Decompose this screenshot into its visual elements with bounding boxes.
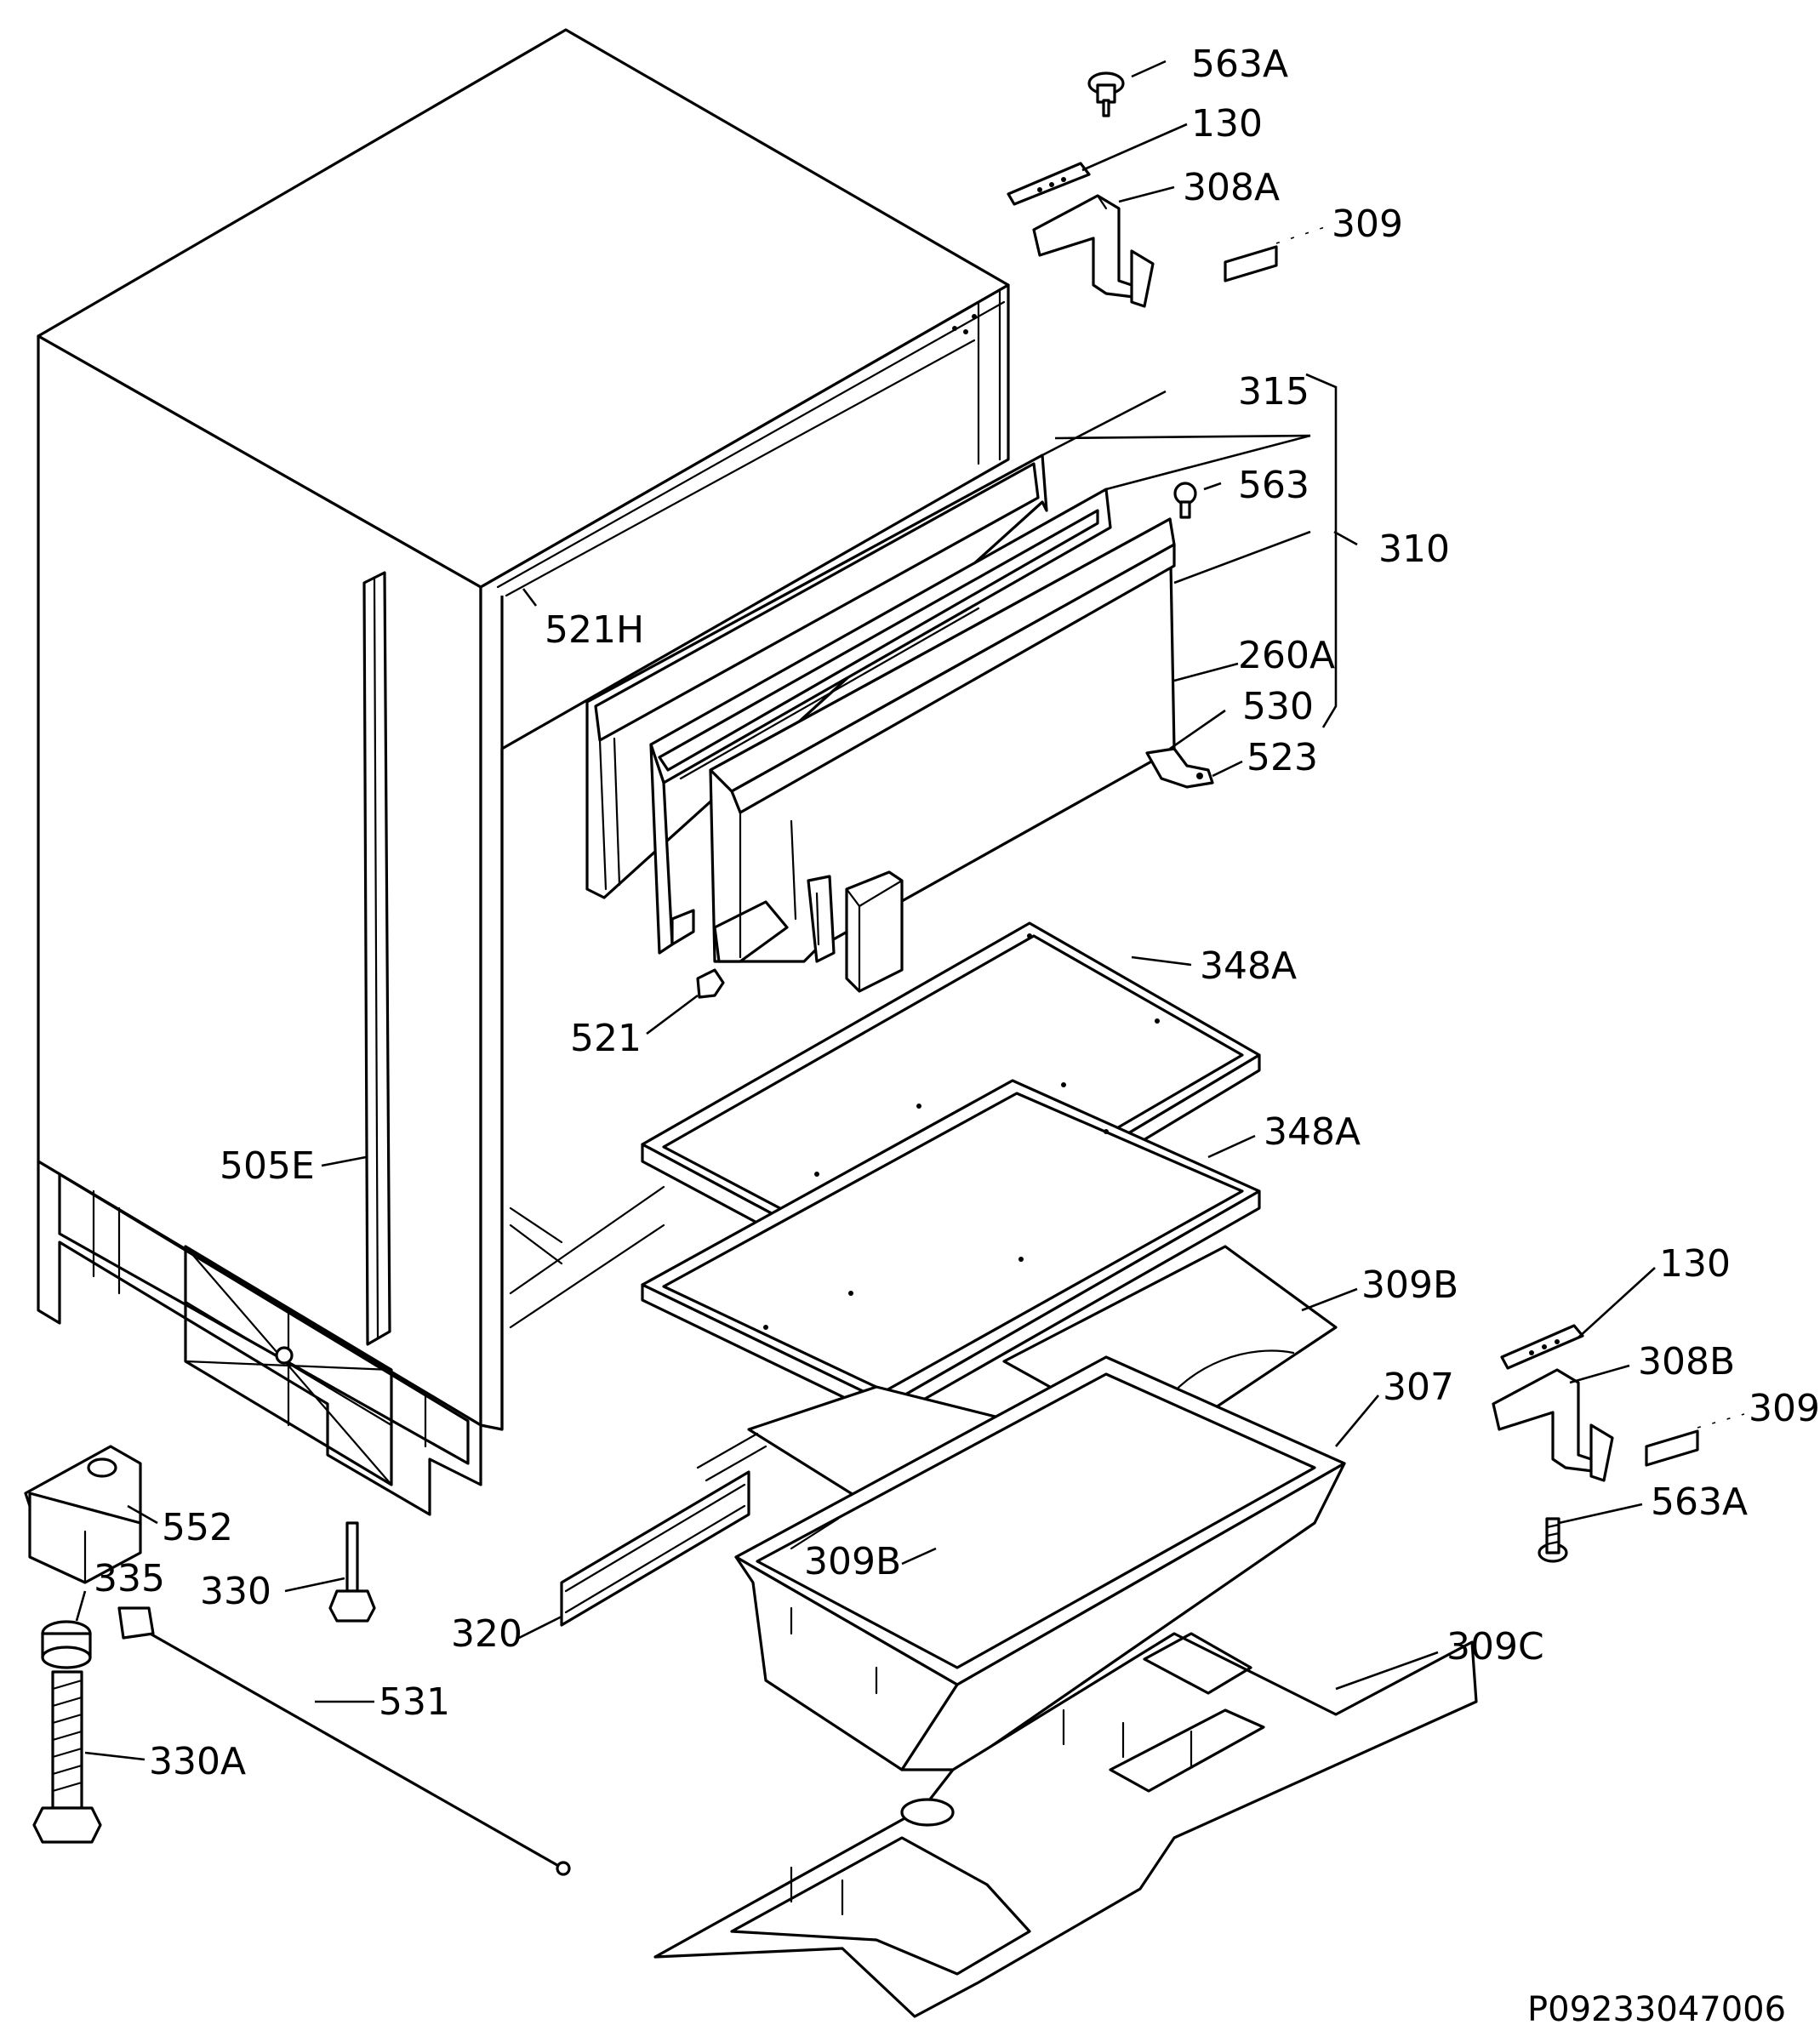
label-552: 552: [162, 1506, 233, 1549]
bottom-hinge-group: [1492, 1324, 1699, 1563]
crisper-drawer: [734, 1245, 1346, 1771]
label-330: 330: [200, 1570, 271, 1613]
label-348A-upper: 348A: [1200, 944, 1297, 988]
shelves: [641, 921, 1261, 1421]
label-310: 310: [1378, 528, 1450, 571]
label-530: 530: [1242, 685, 1314, 728]
label-309B-left: 309B: [804, 1540, 901, 1583]
label-260A: 260A: [1238, 634, 1335, 677]
label-521: 521: [570, 1017, 642, 1060]
label-308A: 308A: [1183, 166, 1280, 209]
lower-parts: [24, 1432, 1478, 2018]
label-309B-right: 309B: [1361, 1263, 1458, 1307]
label-335: 335: [94, 1557, 165, 1600]
label-320: 320: [451, 1612, 522, 1656]
label-523: 523: [1247, 736, 1318, 779]
label-505E: 505E: [220, 1144, 315, 1188]
label-563A-bottom: 563A: [1651, 1480, 1748, 1524]
label-563: 563: [1238, 464, 1309, 507]
label-330A: 330A: [149, 1740, 246, 1783]
label-315: 315: [1238, 370, 1309, 414]
label-309C: 309C: [1446, 1625, 1544, 1668]
label-307: 307: [1383, 1366, 1454, 1409]
label-308B: 308B: [1638, 1340, 1735, 1383]
drawing-code: P09233047006: [1527, 1990, 1786, 2029]
label-521H: 521H: [545, 608, 644, 652]
label-130-bottom: 130: [1659, 1242, 1731, 1286]
label-309-bottom: 309: [1749, 1387, 1820, 1430]
label-309-top: 309: [1332, 202, 1403, 246]
leader-lines: [75, 60, 1745, 1761]
cabinet: [37, 28, 1010, 1516]
top-hinge-group: [1007, 71, 1278, 308]
label-348A-lower: 348A: [1264, 1110, 1361, 1154]
part-labels: 563A 130 308A 309 315 563 310 521H 260A …: [94, 43, 1820, 2029]
label-531: 531: [379, 1680, 450, 1724]
label-130-top: 130: [1191, 102, 1263, 145]
label-563A-top: 563A: [1191, 43, 1288, 86]
